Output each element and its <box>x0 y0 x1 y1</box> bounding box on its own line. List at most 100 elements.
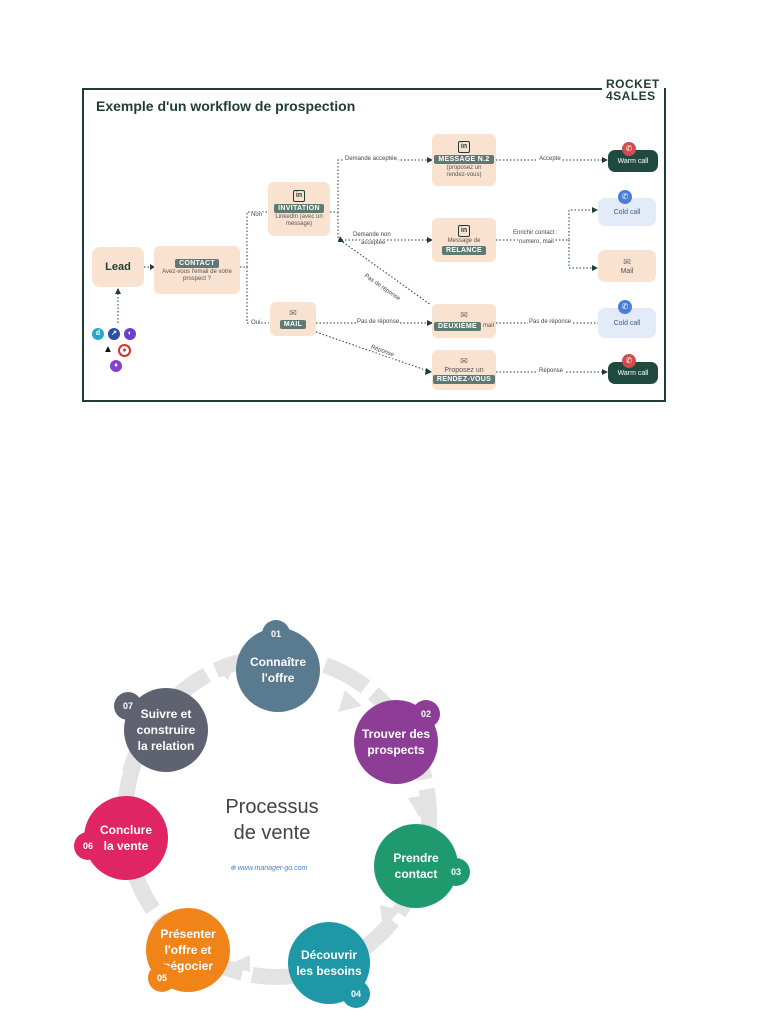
workflow-title: Exemple d'un workflow de prospection <box>96 98 356 114</box>
message2-text: (proposez un rendez-vous) <box>446 165 482 178</box>
step-05-line-1: Présenter <box>160 927 216 941</box>
mail-end-label: Mail <box>620 268 634 275</box>
step-07-line-3: la relation <box>137 739 195 753</box>
linkedin-icon: in <box>458 224 470 237</box>
step-04-line-1: Découvrir <box>300 948 358 962</box>
linkedin-icon: in <box>293 190 305 202</box>
step-06-line-2: la vente <box>103 839 149 853</box>
step-02-line-2: prospects <box>367 743 425 757</box>
step-05-number: 05 <box>148 964 176 992</box>
relance-pre: Message de <box>447 237 481 244</box>
deuxieme-suffix: mail <box>482 323 494 329</box>
source-icon-5: ● <box>118 344 131 357</box>
warm-call-1: ✆ Warm call <box>608 142 658 172</box>
message2-tag: MESSAGE N.2 <box>434 155 494 164</box>
cycle-credit-text: www.manager-go.com <box>237 865 308 872</box>
rdv-tag: RENDEZ-VOUS <box>432 374 496 384</box>
label-reponse: Réponse <box>538 368 565 374</box>
step-03-line-2: contact <box>394 867 438 881</box>
cycle-title-line-2: de vente <box>233 822 311 844</box>
cold-call-2: ✆ Cold call <box>598 300 656 338</box>
source-icon-4: ▲ <box>102 344 114 356</box>
envelope-icon: ✉ <box>460 355 468 366</box>
lead-label: Lead <box>105 261 131 273</box>
step-04-line-2: les besoins <box>296 964 362 978</box>
warm-call-2-label: Warm call <box>617 369 649 377</box>
label-pas-de-reponse-mail: Pas de réponse <box>356 319 401 325</box>
globe-icon: ⊕ <box>230 865 236 872</box>
source-icon-3: ◐ <box>124 328 136 340</box>
warm-call-1-label: Warm call <box>617 157 649 165</box>
brand-line-1: ROCKET <box>606 77 660 91</box>
relance-tag: RELANCE <box>442 245 486 255</box>
cycle-step-04: Découvrir les besoins <box>288 922 370 1004</box>
invitation-tag: INVITATION <box>274 204 324 213</box>
deuxieme-tag: DEUXIÈME <box>434 322 481 331</box>
source-icon-6: ♦ <box>110 360 122 372</box>
lead-node: Lead <box>92 247 144 287</box>
step-01-number: 01 <box>262 620 290 648</box>
step-05-line-2: l'offre et <box>164 943 212 957</box>
step-02-line-1: Trouver des <box>361 727 431 741</box>
contact-box: CONTACT Avez-vous l'email de votre prosp… <box>154 246 240 294</box>
envelope-icon: ✉ <box>623 257 631 267</box>
source-icon-2: ↗ <box>108 328 120 340</box>
step-07-number: 07 <box>114 692 142 720</box>
relance-box: in Message de RELANCE <box>432 218 496 262</box>
label-pas-de-reponse-cold: Pas de réponse <box>528 319 573 325</box>
label-demande-acceptee: Demande acceptée <box>344 156 399 162</box>
phone-icon: ✆ <box>618 300 632 314</box>
invitation-text: LinkedIn (avec un message) <box>275 214 323 227</box>
step-03-number: 03 <box>442 858 470 886</box>
cold-call-1: ✆ Cold call <box>598 190 656 226</box>
label-demande-non-acceptee-2: acceptée <box>360 240 387 246</box>
cycle-credit: ⊕ www.manager-go.com <box>230 864 307 872</box>
envelope-icon: ✉ <box>460 310 468 320</box>
label-enrichir-2: numero, mail <box>518 239 555 245</box>
step-06-line-1: Conclure <box>99 823 152 837</box>
message2-box: in MESSAGE N.2 (proposez un rendez-vous) <box>432 134 496 186</box>
mail-end: ✉ Mail <box>598 250 656 282</box>
deuxieme-box: ✉ DEUXIÈME mail <box>432 304 496 338</box>
phone-icon: ✆ <box>618 190 632 204</box>
contact-tag: CONTACT <box>175 258 219 268</box>
step-07-line-1: Suivre et <box>140 707 192 721</box>
label-oui: Oui <box>250 320 262 326</box>
step-07-line-2: construire <box>136 723 196 737</box>
linkedin-icon: in <box>458 141 470 153</box>
mail-box: ✉ MAIL <box>270 302 316 336</box>
source-icon-1: d <box>92 328 104 340</box>
label-accepte: Accepte <box>538 156 562 162</box>
step-02-number: 02 <box>412 700 440 728</box>
warm-call-2: ✆ Warm call <box>608 354 658 384</box>
label-non: Non <box>250 212 264 218</box>
step-03-line-1: Prendre <box>393 851 439 865</box>
step-04-number: 04 <box>342 980 370 1008</box>
reponse-diagonal <box>315 331 432 373</box>
brand-line-2: 4SALES <box>606 89 656 103</box>
envelope-icon: ✉ <box>289 308 297 318</box>
step-05-line-3: négocier <box>162 959 213 973</box>
cycle-step-03: Prendre contact <box>374 824 458 908</box>
contact-text: Avez-vous l'email de votre prospect ? <box>162 268 232 282</box>
rdv-box: ✉ Proposez un RENDEZ-VOUS <box>432 350 496 390</box>
label-demande-non-acceptee-1: Demande non <box>352 232 392 238</box>
workflow-connectors <box>115 157 608 375</box>
step-01-line-2: l'offre <box>261 671 295 685</box>
invitation-box: in INVITATION LinkedIn (avec un message) <box>268 182 330 236</box>
cycle-title: Processus de vente <box>210 794 334 846</box>
cold-call-1-label: Cold call <box>613 208 641 216</box>
cycle-arrows <box>122 660 425 972</box>
phone-icon: ✆ <box>622 142 636 156</box>
brand-logo: ROCKET 4SALES <box>602 78 664 102</box>
step-06-number: 06 <box>74 832 102 860</box>
pas-de-reponse-diagonal <box>339 239 432 306</box>
phone-icon: ✆ <box>622 354 636 368</box>
mail-tag: MAIL <box>279 320 307 329</box>
step-01-line-1: Connaître <box>249 655 306 669</box>
rdv-pre: Proposez un <box>444 366 484 374</box>
cycle-title-line-1: Processus <box>225 796 319 818</box>
label-enrichir-1: Enrichir contact : <box>512 230 559 236</box>
workflow-diagram: Exemple d'un workflow de prospection ROC… <box>82 78 666 402</box>
cold-call-2-label: Cold call <box>613 319 641 327</box>
